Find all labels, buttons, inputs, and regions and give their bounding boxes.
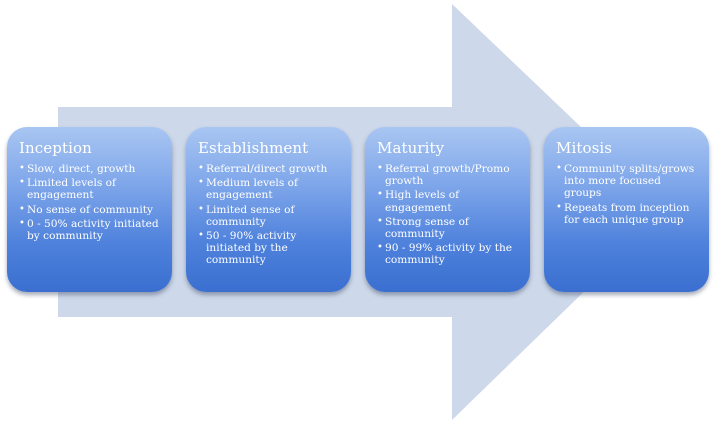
stage-mitosis: Mitosis Community splits/grows into more…	[544, 127, 709, 292]
stage-title: Mitosis	[556, 139, 613, 157]
stage-establishment: Establishment Referral/direct growth Med…	[186, 127, 351, 292]
stage-bullet: Referral growth/Promo growth	[377, 163, 520, 187]
stage-title: Inception	[19, 139, 92, 157]
stage-bullet-list: Community splits/grows into more focused…	[556, 163, 699, 226]
stage-maturity: Maturity Referral growth/Promo growth Hi…	[365, 127, 530, 292]
stage-bullet: 90 - 99% activity by the community	[377, 242, 520, 266]
arrow-shape	[58, 4, 668, 420]
stage-bullet: Strong sense of community	[377, 216, 520, 240]
stage-bullet-list: Referral growth/Promo growth High levels…	[377, 163, 520, 267]
stage-bullet: Slow, direct, growth	[19, 163, 162, 175]
stage-bullet-list: Slow, direct, growth Limited levels of e…	[19, 163, 162, 242]
stage-bullet: Limited levels of engagement	[19, 177, 162, 201]
stage-title: Maturity	[377, 139, 445, 157]
stage-bullet: Limited sense of community	[198, 204, 341, 228]
stage-title: Establishment	[198, 139, 309, 157]
stage-bullet: 0 - 50% activity initiated by community	[19, 218, 162, 242]
stage-bullet: Referral/direct growth	[198, 163, 341, 175]
stage-bullet-list: Referral/direct growth Medium levels of …	[198, 163, 341, 267]
stage-inception: Inception Slow, direct, growth Limited l…	[7, 127, 172, 292]
stage-bullet: Repeats from inception for each unique g…	[556, 202, 699, 226]
stage-bullet: No sense of community	[19, 204, 162, 216]
stage-bullet: Medium levels of engagement	[198, 177, 341, 201]
stage-bullet: High levels of engagement	[377, 189, 520, 213]
stage-bullet: 50 - 90% activity initiated by the commu…	[198, 230, 341, 267]
stage-bullet: Community splits/grows into more focused…	[556, 163, 699, 200]
